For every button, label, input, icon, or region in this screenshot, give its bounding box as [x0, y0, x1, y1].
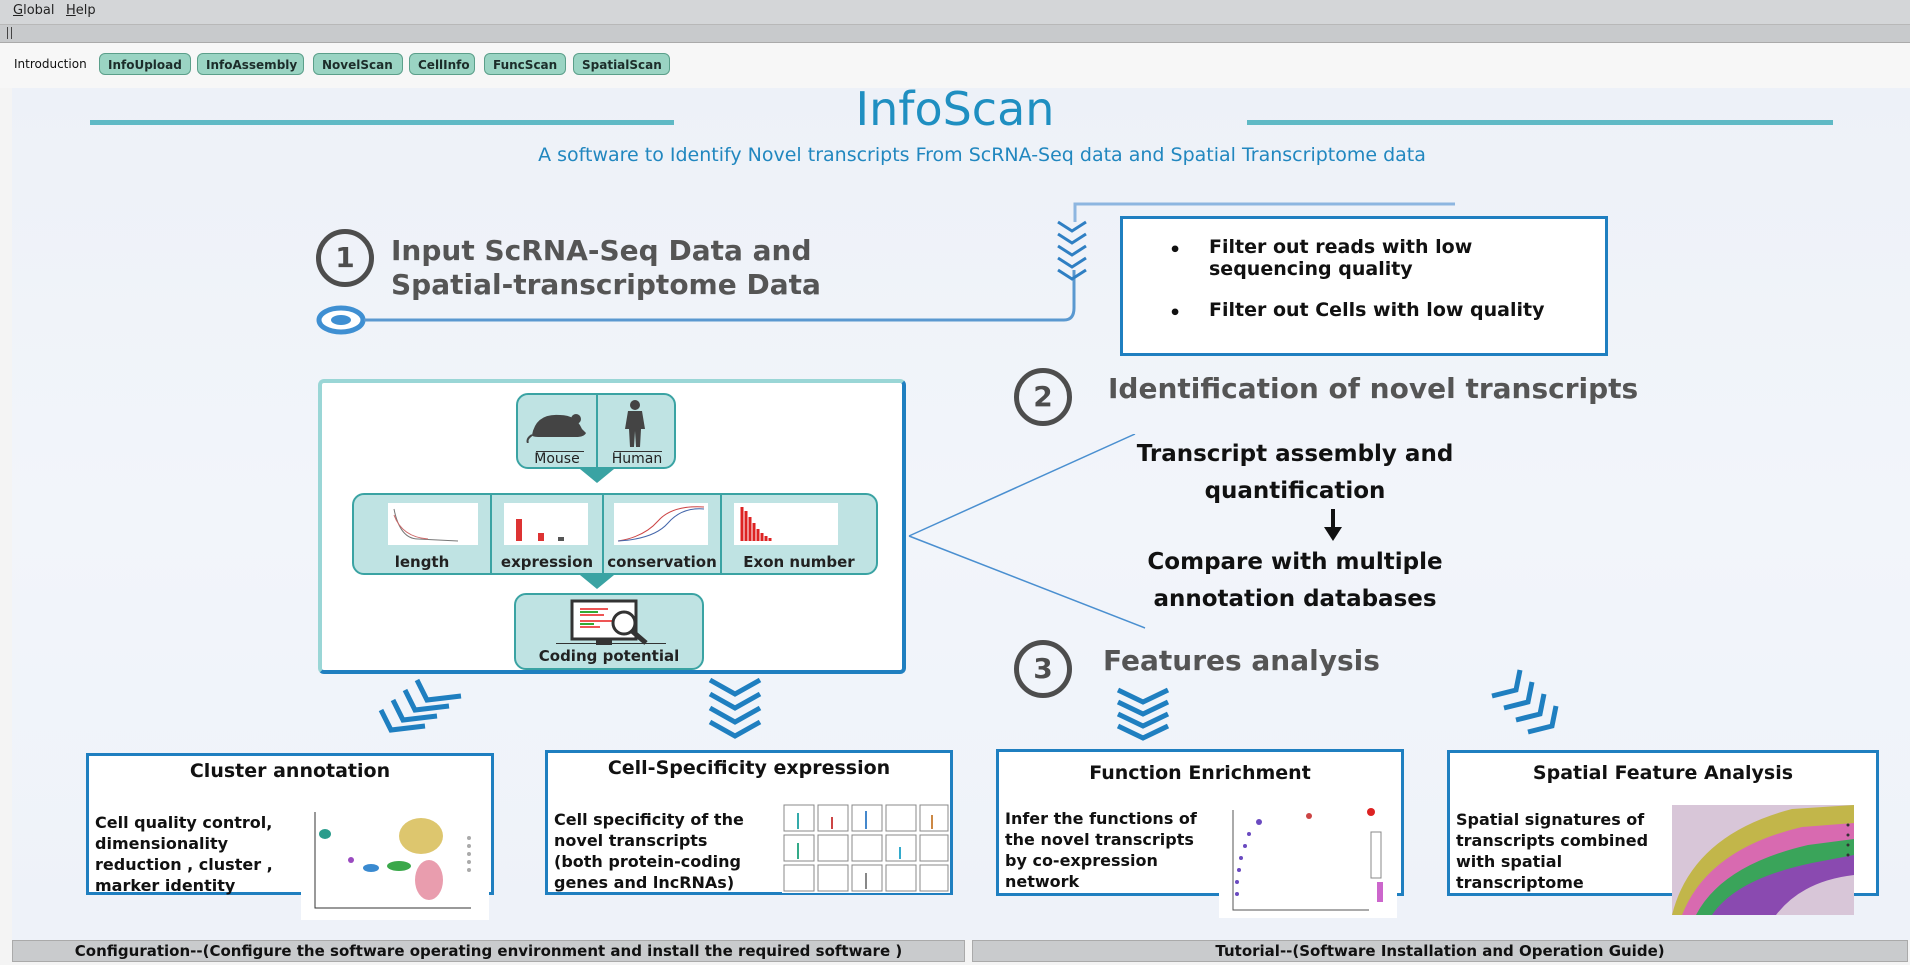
card-cell-specificity: Cell-Specificity expression Cell specifi… — [545, 750, 953, 895]
expression-plot — [504, 503, 588, 545]
conservation-plot — [614, 503, 708, 545]
coding-potential-box: Coding potential — [514, 593, 704, 670]
compare-line1: Compare with multiple — [1147, 549, 1443, 575]
assembly-line2: quantification — [1204, 478, 1386, 504]
step1-title-line2: Spatial-transcriptome Data — [391, 268, 821, 301]
card-title: Cell-Specificity expression — [607, 757, 891, 779]
card-function-enrichment: Function Enrichment Infer the functions … — [996, 749, 1404, 918]
title-rule-left — [90, 120, 674, 125]
violin-plot-grid — [782, 803, 950, 893]
filter-box: • Filter out reads with low sequencing q… — [1120, 216, 1608, 356]
tab-funcscan[interactable]: FuncScan — [484, 53, 566, 75]
arrow-down-1 — [580, 469, 614, 483]
step1-title-line1: Input ScRNA-Seq Data and — [391, 234, 812, 267]
compare-line2: annotation databases — [1153, 586, 1437, 612]
chevron-down-icon-2 — [1116, 687, 1170, 741]
workflow-panel: Mouse Human length expression conservati… — [318, 379, 906, 674]
step3-number: 3 — [1014, 640, 1072, 698]
arrow-down-3 — [1324, 509, 1342, 541]
card-cluster-annotation: Cluster annotation Cell quality control,… — [86, 753, 494, 920]
spatial-tissue-image — [1672, 805, 1854, 915]
chevron-down-right-icon — [1491, 669, 1559, 735]
enrichment-dot-plot — [1219, 806, 1397, 918]
tab-infoassembly[interactable]: InfoAssembly — [197, 53, 304, 75]
feature-exon-number-label: Exon number — [743, 553, 855, 571]
tutorial-button[interactable]: Tutorial--(Software Installation and Ope… — [972, 940, 1908, 962]
step3-title: Features analysis — [1103, 644, 1380, 677]
toolbar-strip — [0, 25, 1910, 43]
menu-help[interactable]: Help — [66, 3, 96, 18]
exon-number-plot — [734, 503, 838, 545]
feature-conservation-label: conservation — [607, 553, 717, 571]
card-spatial-feature-analysis: Spatial Feature Analysis Spatial signatu… — [1447, 750, 1879, 915]
human-icon — [625, 400, 645, 447]
configuration-button[interactable]: Configuration--(Configure the software o… — [12, 940, 965, 962]
assembly-line1: Transcript assembly and — [1136, 441, 1454, 467]
species-mouse-label: Mouse — [534, 451, 580, 467]
step2-number: 2 — [1014, 368, 1072, 426]
poster-subtitle: A software to Identify Novel transcripts… — [538, 144, 1426, 166]
tab-cellinfo[interactable]: CellInfo — [409, 53, 475, 75]
umap-cluster-plot — [301, 808, 489, 920]
menu-bar: Global Help — [0, 0, 1910, 25]
species-human-label: Human — [611, 451, 663, 467]
computer-magnifier-icon — [570, 599, 648, 645]
poster-title: InfoScan — [855, 88, 1055, 136]
species-box: Mouse Human — [516, 393, 676, 469]
card-title: Cluster annotation — [189, 760, 391, 782]
length-plot — [388, 503, 478, 545]
filter-reads-text: Filter out reads with low sequencing qua… — [1209, 236, 1473, 280]
feature-length-label: length — [394, 553, 450, 571]
tab-introduction[interactable]: Introduction — [14, 57, 87, 71]
tab-infoupload[interactable]: InfoUpload — [99, 53, 191, 75]
card-title: Spatial Feature Analysis — [1532, 762, 1794, 784]
introduction-poster: InfoScan A software to Identify Novel tr… — [12, 88, 1910, 940]
step1-number: 1 — [316, 229, 374, 287]
card-title: Function Enrichment — [1089, 762, 1311, 784]
chevron-down-icon — [708, 677, 762, 739]
tab-spatialscan[interactable]: SpatialScan — [573, 53, 670, 75]
grip-handle[interactable] — [7, 27, 12, 39]
menu-global[interactable]: Global — [13, 3, 55, 18]
filter-cells-text: Filter out Cells with low quality — [1209, 299, 1545, 321]
features-box: length expression conservation Exon numb… — [352, 493, 878, 575]
title-rule-right — [1247, 120, 1833, 125]
step1-connector — [316, 202, 1455, 335]
coding-potential-label: Coding potential — [538, 647, 680, 665]
arrow-down-2 — [580, 575, 614, 589]
tab-novelscan[interactable]: NovelScan — [313, 53, 403, 75]
workflow-connector-lines — [908, 434, 1146, 629]
chevron-down-left-icon — [378, 678, 462, 733]
step2-title: Identification of novel transcripts — [1108, 372, 1639, 405]
tab-bar: Introduction InfoUpload InfoAssembly Nov… — [0, 43, 1910, 88]
feature-expression-label: expression — [500, 553, 594, 571]
mouse-icon — [526, 414, 586, 443]
